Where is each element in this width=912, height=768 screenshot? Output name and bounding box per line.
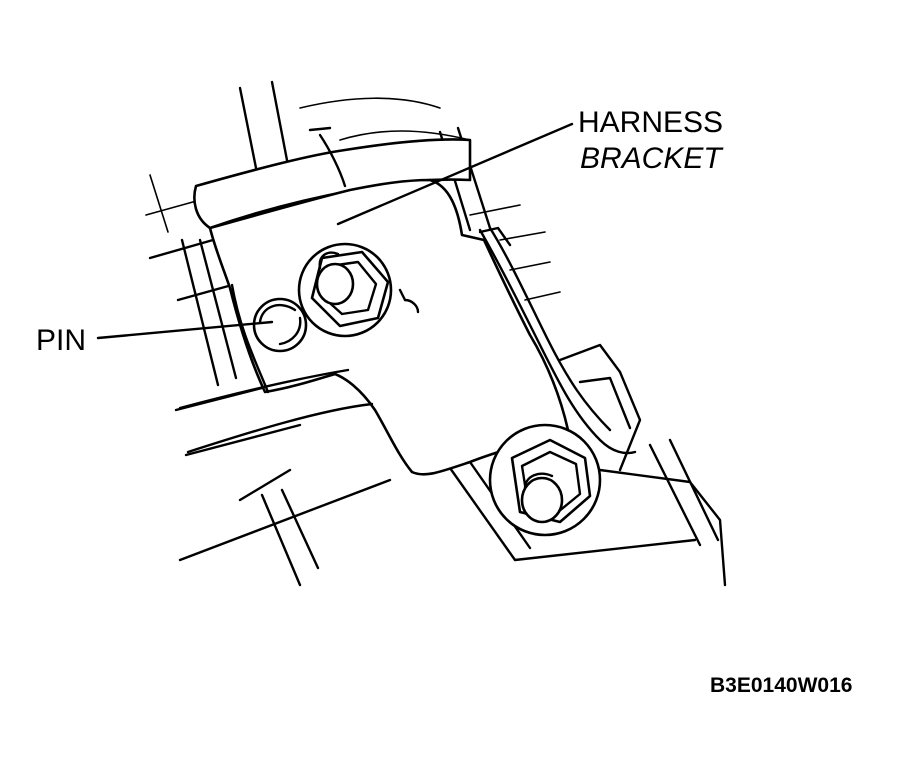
figure-code: B3E0140W016 [710, 674, 852, 697]
lower-nut [488, 423, 602, 537]
pin-leader [96, 320, 274, 340]
pin [252, 297, 308, 353]
harness-bracket-label-line2: BRACKET [580, 142, 724, 175]
pin-label: PIN [36, 324, 86, 357]
harness-bracket-label-line1: HARNESS [578, 106, 723, 139]
harness-bracket-leader [336, 122, 574, 226]
vehicle-frame-lines [145, 80, 727, 587]
upper-nut [297, 242, 393, 338]
